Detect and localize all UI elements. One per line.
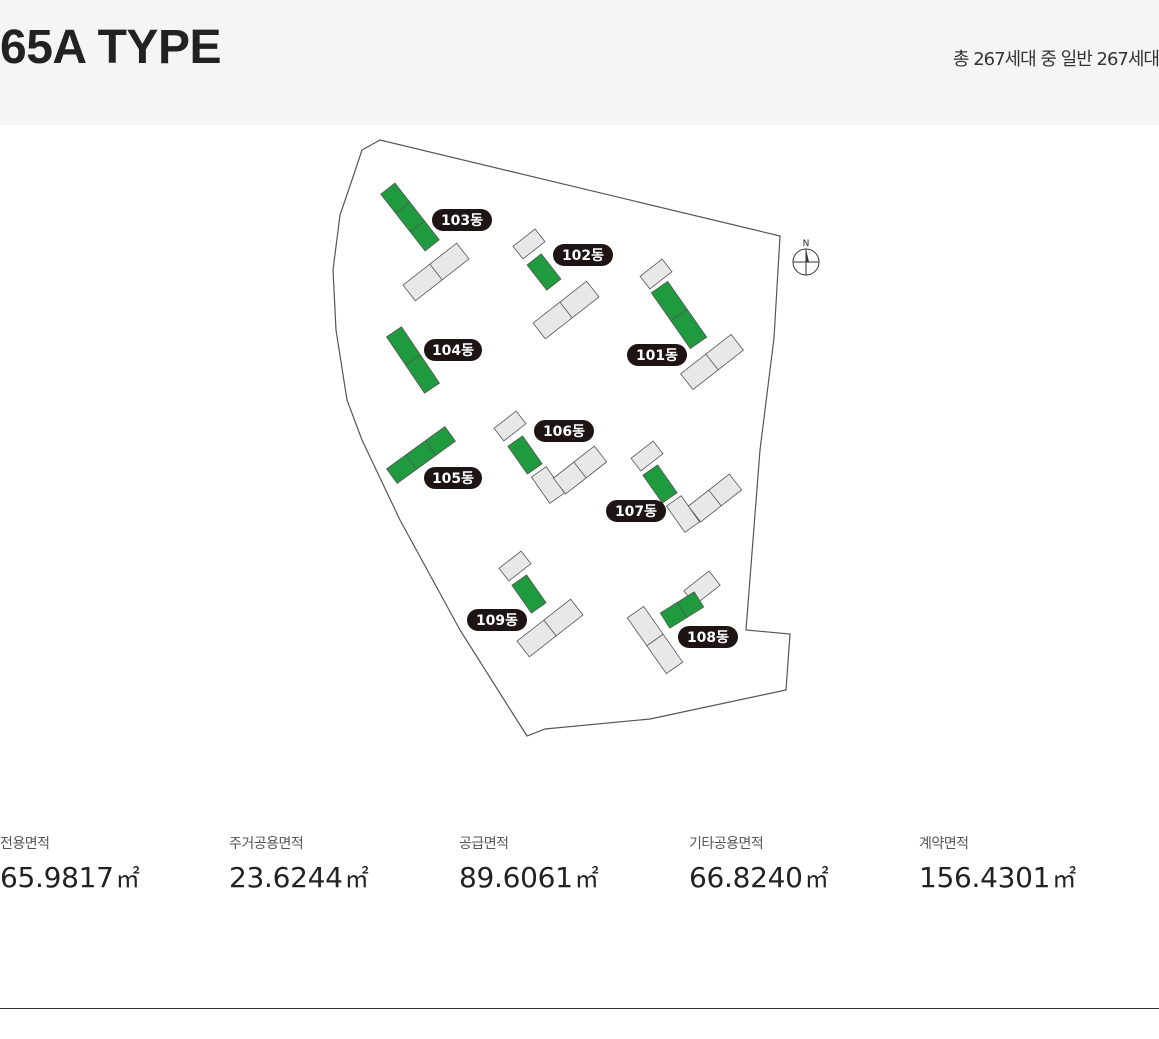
building-109[interactable]: 109동	[467, 550, 584, 658]
area-supply-label: 공급면적	[459, 836, 509, 852]
area-supply: 공급면적 89.6061㎡	[459, 834, 599, 897]
area-other-common-value-row: 66.8240㎡	[689, 860, 829, 897]
building-103[interactable]: 103동	[380, 182, 492, 302]
building-102[interactable]: 102동	[512, 228, 613, 340]
area-exclusive-label: 전용면적	[0, 836, 50, 852]
area-supply-value-row: 89.6061㎡	[459, 860, 599, 897]
area-other-common-unit: ㎡	[804, 865, 829, 893]
north-compass-icon: N	[792, 239, 820, 276]
building-108[interactable]: 108동	[626, 570, 738, 675]
building-106-label: 106동	[543, 424, 585, 440]
site-plan-svg: N 103동	[332, 139, 820, 737]
area-residential-common-value-row: 23.6244㎡	[229, 860, 369, 897]
unit-type-title: 65A TYPE	[0, 21, 221, 74]
area-contract: 계약면적 156.4301㎡	[919, 834, 1076, 897]
area-supply-unit: ㎡	[574, 865, 599, 893]
building-104-label: 104동	[432, 343, 474, 359]
area-contract-value-row: 156.4301㎡	[919, 860, 1076, 897]
household-summary: 총 267세대 중 일반 267세대	[952, 49, 1159, 70]
site-plan: N 103동	[0, 125, 1159, 765]
building-103-label: 103동	[441, 213, 483, 229]
area-other-common-label: 기타공용면적	[689, 836, 764, 852]
bottom-divider	[0, 1008, 1159, 1009]
building-101-label: 101동	[636, 348, 678, 364]
header-bar: 65A TYPE 총 267세대 중 일반 267세대	[0, 0, 1159, 125]
area-contract-label: 계약면적	[919, 836, 969, 852]
building-109-label: 109동	[476, 613, 518, 629]
area-exclusive-value: 65.9817	[0, 861, 114, 894]
building-102-label: 102동	[562, 248, 604, 264]
building-101[interactable]: 101동	[627, 258, 744, 391]
area-residential-common-unit: ㎡	[344, 865, 369, 893]
area-contract-value: 156.4301	[919, 861, 1051, 894]
area-contract-unit: ㎡	[1052, 865, 1076, 893]
compass-north-label: N	[803, 239, 810, 249]
building-108-label: 108동	[687, 630, 729, 646]
building-105[interactable]: 105동	[386, 425, 482, 489]
area-exclusive: 전용면적 65.9817㎡	[0, 834, 140, 897]
area-supply-value: 89.6061	[459, 861, 573, 894]
area-summary: 전용면적 65.9817㎡ 주거공용면적 23.6244㎡ 공급면적 89.60…	[0, 834, 1159, 914]
area-other-common-value: 66.8240	[689, 861, 803, 894]
building-107[interactable]: 107동	[606, 440, 743, 533]
area-other-common: 기타공용면적 66.8240㎡	[689, 834, 829, 897]
building-106[interactable]: 106동	[493, 410, 608, 504]
area-residential-common-value: 23.6244	[229, 861, 343, 894]
area-residential-common: 주거공용면적 23.6244㎡	[229, 834, 369, 897]
building-107-label: 107동	[615, 504, 657, 520]
area-residential-common-label: 주거공용면적	[229, 836, 304, 852]
building-105-label: 105동	[432, 471, 474, 487]
area-exclusive-unit: ㎡	[115, 865, 140, 893]
building-104[interactable]: 104동	[385, 326, 482, 394]
area-exclusive-value-row: 65.9817㎡	[0, 860, 140, 897]
